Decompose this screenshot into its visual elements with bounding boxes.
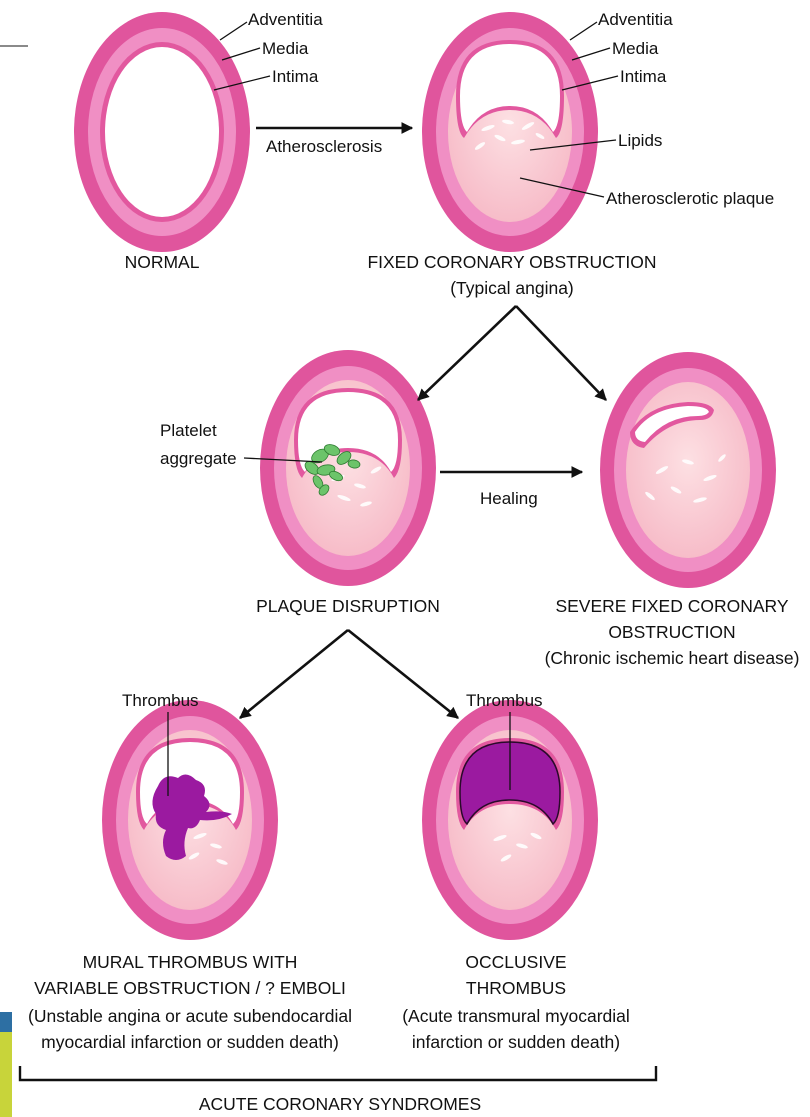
- caption-occlusive-3: (Acute transmural myocardial: [402, 1006, 630, 1026]
- caption-fixed: FIXED CORONARY OBSTRUCTION: [367, 252, 656, 272]
- caption-occlusive-1: OCCLUSIVE: [465, 952, 566, 972]
- label-healing: Healing: [480, 489, 538, 508]
- caption-mural-2: VARIABLE OBSTRUCTION / ? EMBOLI: [34, 978, 346, 998]
- arrow-to-severe: [516, 306, 606, 400]
- label-thrombus-mural: Thrombus: [122, 691, 199, 710]
- label-adventitia-normal: Adventitia: [248, 10, 323, 29]
- label-platelet: Platelet: [160, 421, 217, 440]
- vessel-fixed-obstruction: [422, 12, 598, 252]
- caption-occlusive-2: THROMBUS: [466, 978, 566, 998]
- slide-accent-green: [0, 1032, 12, 1117]
- caption-acute-coronary-syndromes: ACUTE CORONARY SYNDROMES: [199, 1094, 481, 1114]
- caption-severe-2: OBSTRUCTION: [608, 622, 735, 642]
- vessel-plaque-disruption: [260, 350, 436, 586]
- label-media-fixed: Media: [612, 39, 659, 58]
- label-adventitia-fixed: Adventitia: [598, 10, 673, 29]
- caption-mural-3: (Unstable angina or acute subendocardial: [28, 1006, 352, 1026]
- label-thrombus-occlusive: Thrombus: [466, 691, 543, 710]
- acs-bracket: [20, 1066, 656, 1080]
- label-intima-normal: Intima: [272, 67, 319, 86]
- caption-normal: NORMAL: [125, 252, 200, 272]
- caption-disruption: PLAQUE DISRUPTION: [256, 596, 440, 616]
- label-atherosclerotic-plaque: Atherosclerotic plaque: [606, 189, 774, 208]
- caption-mural-1: MURAL THROMBUS WITH: [83, 952, 298, 972]
- vessel-normal: [74, 12, 250, 252]
- caption-fixed-sub: (Typical angina): [450, 278, 574, 298]
- arrow-to-mural: [240, 630, 348, 718]
- label-lipids: Lipids: [618, 131, 662, 150]
- caption-occlusive-4: infarction or sudden death): [412, 1032, 620, 1052]
- caption-mural-4: myocardial infarction or sudden death): [41, 1032, 339, 1052]
- vessel-severe-fixed-obstruction: [600, 352, 776, 588]
- label-intima-fixed: Intima: [620, 67, 667, 86]
- label-atherosclerosis: Atherosclerosis: [266, 137, 382, 156]
- caption-severe-3: (Chronic ischemic heart disease): [545, 648, 800, 668]
- caption-severe-1: SEVERE FIXED CORONARY: [555, 596, 788, 616]
- arrow-to-disruption: [418, 306, 516, 400]
- label-media-normal: Media: [262, 39, 309, 58]
- arrow-to-occlusive: [348, 630, 458, 718]
- slide-accent-blue: [0, 1012, 12, 1032]
- label-aggregate: aggregate: [160, 449, 237, 468]
